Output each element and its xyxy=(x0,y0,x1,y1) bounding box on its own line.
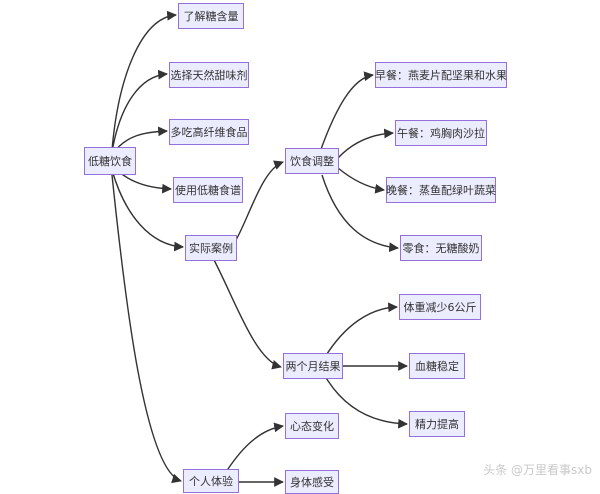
node-stable-blood-sugar: 血糖稳定 xyxy=(409,353,465,379)
edge-diet-snack xyxy=(321,174,399,253)
node-weight-loss: 体重减少6公斤 xyxy=(399,294,481,320)
node-personal-experience: 个人体验 xyxy=(183,469,239,493)
node-breakfast: 早餐：燕麦片配坚果和水果 xyxy=(375,62,507,88)
node-body-feeling: 身体感受 xyxy=(285,470,339,494)
node-snack: 零食：无糖酸奶 xyxy=(400,235,482,261)
edge-case-result xyxy=(213,259,282,370)
edge-root-personal xyxy=(111,174,182,484)
node-low-sugar-recipe: 使用低糖食谱 xyxy=(173,177,243,203)
node-lunch: 午餐：鸡胸肉沙拉 xyxy=(395,120,487,146)
node-mindset-change: 心态变化 xyxy=(285,413,339,439)
node-understand-sugar-content: 了解糖含量 xyxy=(178,3,244,29)
edge-diet-lunch xyxy=(337,128,394,159)
node-practical-case: 实际案例 xyxy=(185,235,237,261)
node-diet-adjustment: 饮食调整 xyxy=(285,148,339,174)
edge-root-understand xyxy=(111,10,177,151)
node-energy-improved: 精力提高 xyxy=(409,411,465,437)
edge-result-energy xyxy=(324,375,408,429)
node-choose-natural-sweetener: 选择天然甜味剂 xyxy=(169,62,249,88)
edge-result-weight xyxy=(324,302,398,358)
node-low-sugar-diet: 低糖饮食 xyxy=(84,147,136,175)
watermark: 头条 @万里看事sxb xyxy=(483,463,592,477)
edge-diet-dinner xyxy=(337,167,385,194)
node-dinner: 晚餐：蒸鱼配绿叶蔬菜 xyxy=(386,177,496,203)
node-high-fiber-food: 多吃高纤维食品 xyxy=(169,119,249,145)
edge-diet-breakfast xyxy=(319,71,374,153)
edge-root-sweetener xyxy=(111,69,168,153)
edge-personal-mindset xyxy=(223,422,284,476)
edge-root-case xyxy=(111,169,184,252)
edge-case-diet xyxy=(235,160,284,241)
node-two-month-result: 两个月结果 xyxy=(283,353,343,379)
